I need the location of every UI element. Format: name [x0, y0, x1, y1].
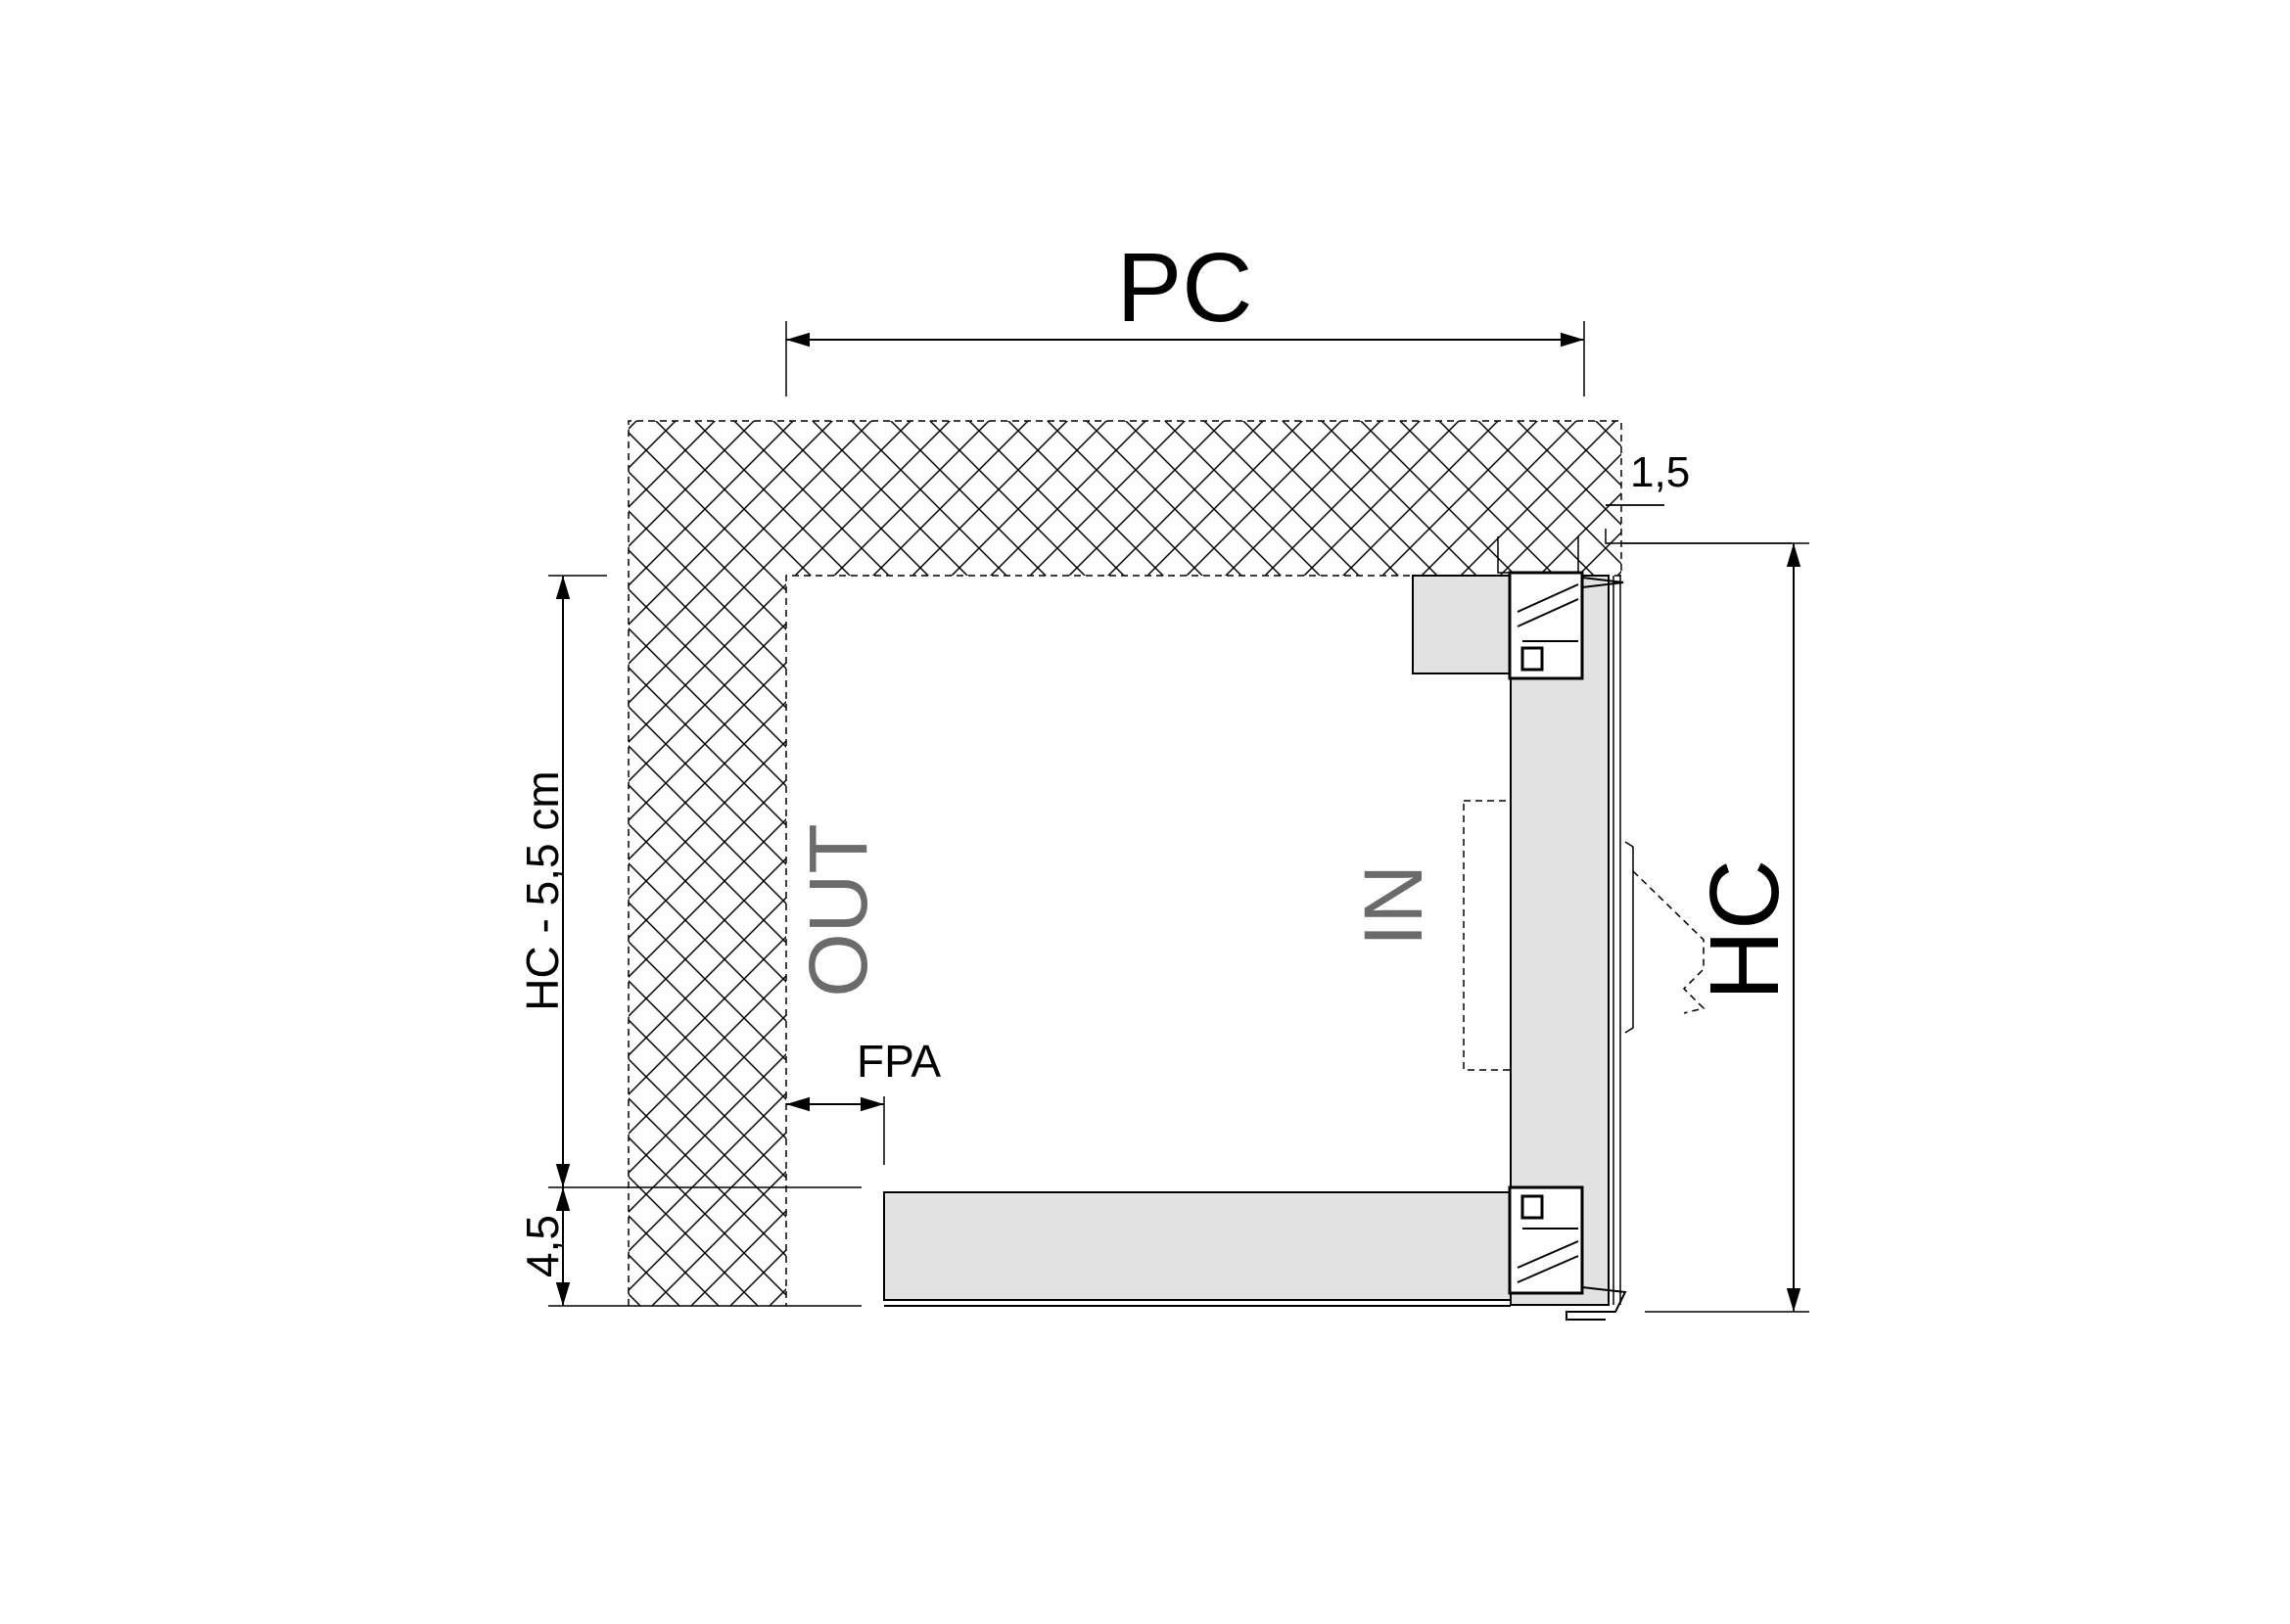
bottom-profile	[1508, 1185, 1627, 1321]
handle-outline	[1463, 800, 1706, 1071]
top-frame-block	[1412, 575, 1512, 674]
pc-dimension: PC	[785, 233, 1585, 396]
top-profile	[1497, 536, 1624, 680]
hc-label: HC	[1690, 859, 1799, 1000]
gap-top-label: 1,5	[1630, 448, 1690, 496]
hc-minus-dimension: HC - 5,5 cm	[517, 575, 862, 1188]
fpa-dimension: FPA	[786, 1036, 941, 1165]
in-label: IN	[1347, 864, 1439, 947]
gap-bottom-dimension: 4,5	[517, 1187, 862, 1307]
hc-minus-label: HC - 5,5 cm	[517, 770, 568, 1010]
out-label: OUT	[792, 823, 884, 997]
gap-top-dimension: 1,5	[1605, 448, 1792, 544]
fpa-label: FPA	[857, 1036, 941, 1087]
hc-dimension: HC	[1620, 542, 1809, 1313]
gap-bottom-label: 4,5	[517, 1215, 568, 1277]
pc-label: PC	[1117, 233, 1253, 343]
wall-section	[628, 420, 1622, 1306]
bottom-frame-panel	[883, 1191, 1512, 1301]
